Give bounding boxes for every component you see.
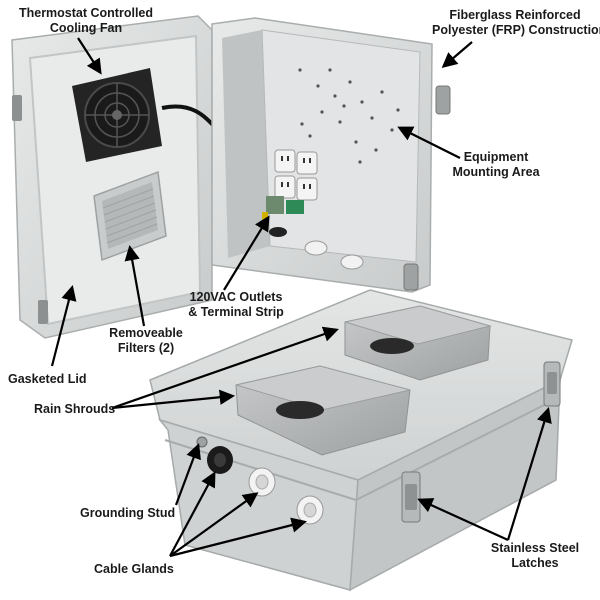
label-frp-construction: Fiberglass Reinforced Polyester (FRP) Co… [432,8,600,37]
rain-shroud [235,365,411,456]
label-outlets-terminal: 120VAC Outlets & Terminal Strip [188,290,284,319]
latch-icon [543,361,561,407]
label-filters: Removeable Filters (2) [109,326,183,355]
enclosure-side [349,378,561,592]
latch-icon [401,471,421,523]
rain-shroud [344,305,492,381]
closed-enclosure [149,289,573,592]
label-grounding-stud: Grounding Stud [80,506,176,520]
label-gasketed-lid: Gasketed Lid [8,372,87,386]
inner-gland [269,227,287,237]
label-cable-glands: Cable Glands [94,562,174,576]
label-cooling-fan: Thermostat Controlled Cooling Fan [18,6,154,35]
door-hinge [38,300,48,324]
label-rain-shrouds: Rain Shrouds [34,402,116,416]
enclosure-interior [222,30,270,258]
removeable-filter [93,170,167,262]
door-gasket [28,34,202,326]
fan-icon [276,401,324,419]
label-stainless-latches: Stainless Steel Latches [490,541,580,570]
latch-icon [435,85,451,115]
latch-icon [403,263,419,291]
cooling-fan [72,68,162,162]
equipment-mounting-panel [261,29,421,263]
mounting-holes [298,68,400,164]
inner-gland [340,254,364,270]
grounding-stud-icon [196,436,208,448]
label-equipment-mounting: Equipment Mounting Area [452,150,540,179]
callout-arrows [50,37,552,558]
inner-gland [304,240,328,256]
door-hinge [12,95,22,121]
cable-gland [296,495,324,525]
fan-icon [370,338,414,354]
outlets [274,149,318,201]
cable-gland [248,467,276,497]
